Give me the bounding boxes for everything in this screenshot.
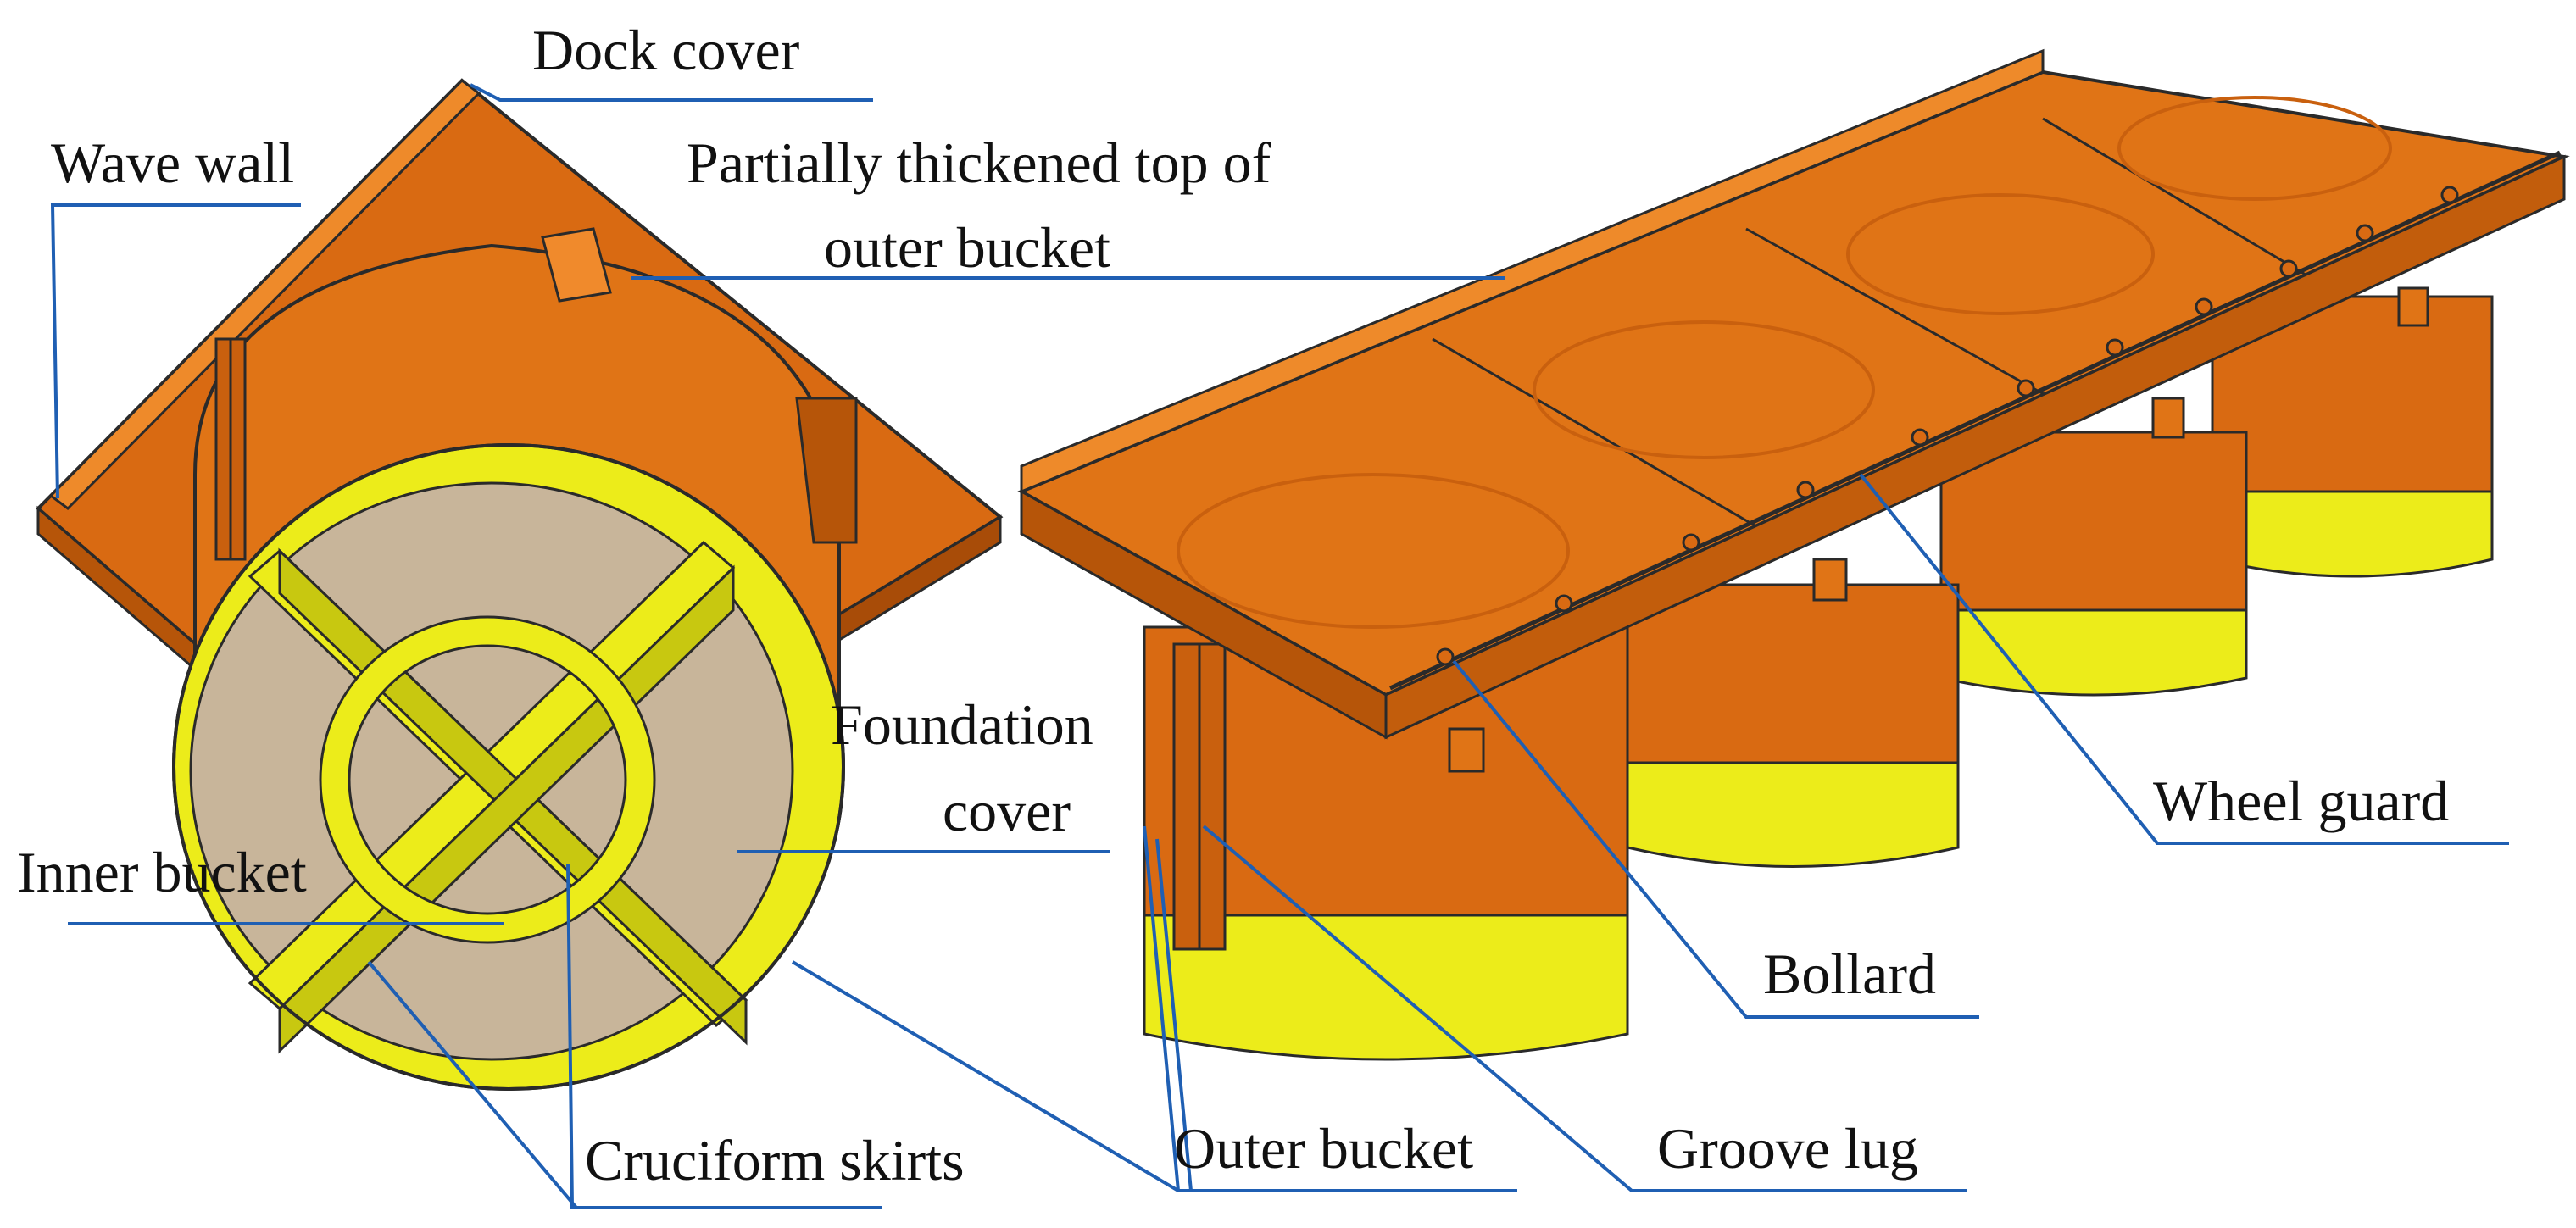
- wharf-assembly: [1017, 48, 2570, 1061]
- inner-bucket-ring: [320, 617, 654, 942]
- label-bollard: Bollard: [1763, 942, 1936, 1006]
- thickened-top-rib: [541, 227, 612, 303]
- label-foundation-cover-1: Foundation: [831, 692, 1093, 757]
- leader-lines: [50, 83, 2509, 1209]
- deck-wave-wall: [1020, 48, 2045, 494]
- label-dock-cover: Dock cover: [532, 18, 800, 82]
- label-cruciform-skirts: Cruciform skirts: [585, 1128, 965, 1192]
- single-unit-bottom-view: [36, 78, 1004, 1091]
- label-outer-bucket: Outer bucket: [1174, 1116, 1473, 1181]
- label-groove-lug: Groove lug: [1657, 1116, 1918, 1181]
- label-wave-wall: Wave wall: [51, 131, 294, 195]
- label-wheel-guard: Wheel guard: [2153, 769, 2449, 833]
- label-inner-bucket: Inner bucket: [17, 840, 307, 904]
- bucket-3: [1939, 431, 2248, 697]
- deck-side-edge: [1384, 154, 2566, 740]
- deck-joints: [1432, 117, 2315, 527]
- label-foundation-cover-2: cover: [943, 779, 1071, 843]
- bucket-2: [1626, 583, 1960, 868]
- label-thickened-top-2: outer bucket: [824, 215, 1110, 280]
- deck-lugs: [1448, 286, 2429, 773]
- wave-wall: [48, 79, 481, 510]
- thickened-top-side: [795, 397, 858, 544]
- bollards: [1436, 186, 2459, 666]
- deck-circles: [1177, 96, 2392, 629]
- label-thickened-top-1: Partially thickened top of: [687, 131, 1271, 195]
- labels: Dock cover Wave wall Partially thickened…: [17, 18, 2449, 1192]
